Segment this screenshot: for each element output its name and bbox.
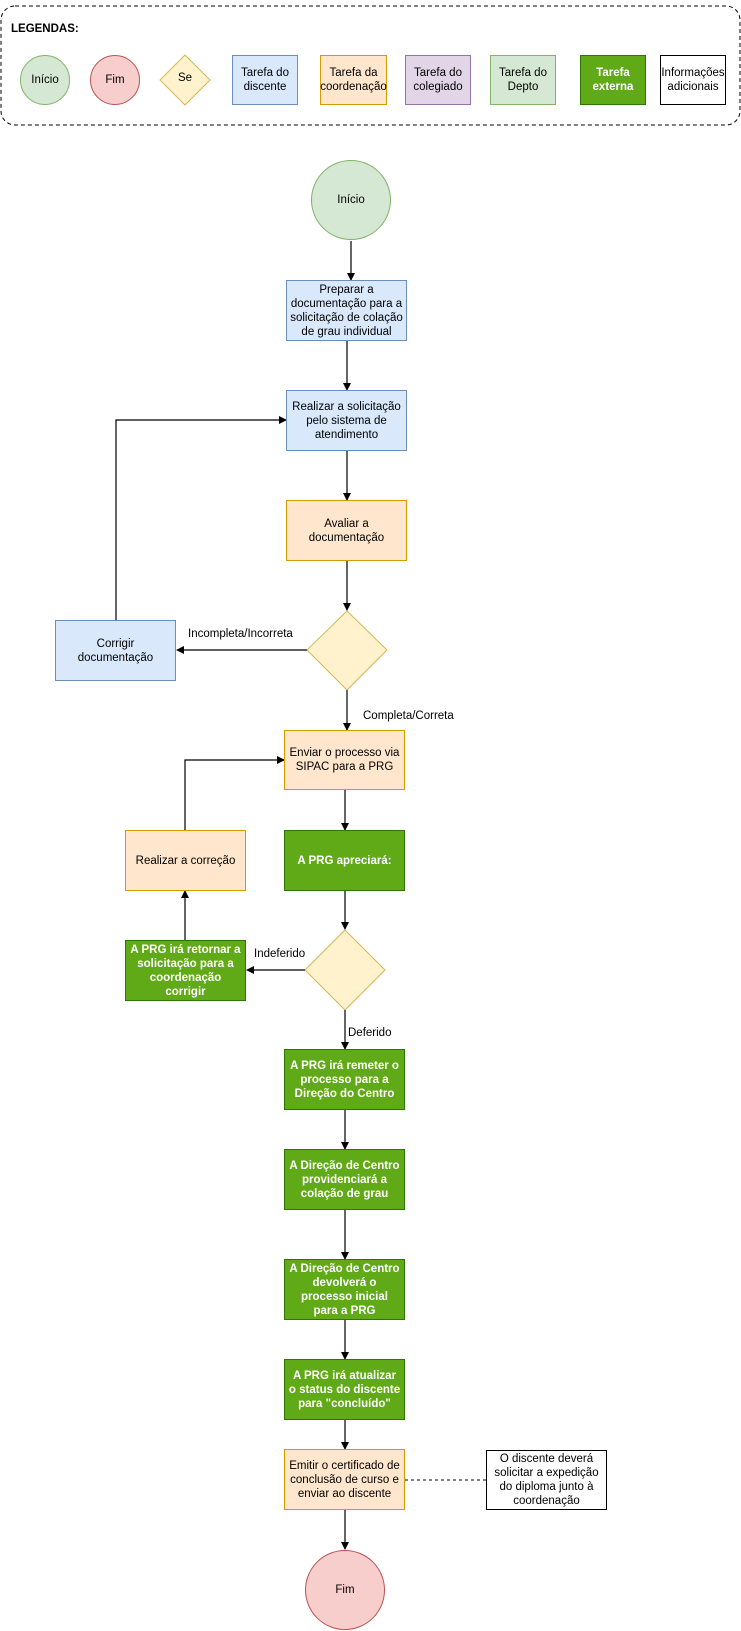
legend-container — [0, 5, 741, 126]
label-granted: Deferido — [348, 1027, 392, 1039]
flow-end: Fim — [305, 1550, 385, 1630]
legend-additional-info: Informações adicionais — [660, 55, 726, 105]
legend-decision: Se — [177, 72, 193, 84]
step-prg-forward: A PRG irá remeter o processo para a Dire… — [284, 1049, 405, 1110]
legend-student-task: Tarefa do discente — [232, 55, 298, 105]
step-prg-update-status: A PRG irá atualizar o status do discente… — [284, 1359, 405, 1420]
legend-end: Fim — [90, 55, 140, 105]
step-prepare-documentation: Preparar a documentação para a solicitaç… — [286, 280, 407, 341]
decision-diamond-prg — [304, 929, 386, 1011]
flow-start: Início — [311, 160, 391, 240]
step-submit-request: Realizar a solicitação pelo sistema de a… — [286, 390, 407, 451]
step-prg-review: A PRG apreciará: — [284, 830, 405, 891]
step-center-return: A Direção de Centro devolverá o processo… — [284, 1259, 405, 1320]
arrow-fix-step2 — [115, 416, 287, 620]
step-center-graduation: A Direção de Centro providenciará a cola… — [284, 1149, 405, 1210]
step-issue-certificate: Emitir o certificado de conclusão de cur… — [284, 1449, 405, 1510]
step-do-correction: Realizar a correção — [125, 830, 246, 891]
label-complete: Completa/Correta — [363, 710, 454, 722]
decision-diamond-documentation — [306, 610, 388, 691]
legend-external-task: Tarefa externa — [580, 55, 646, 105]
legend-coordination-task: Tarefa da coordenação — [320, 55, 387, 105]
legend-title: LEGENDAS: — [11, 23, 79, 35]
step-fix-documentation: Corrigir documentação — [55, 620, 176, 681]
note-diploma: O discente deverá solicitar a expedição … — [486, 1450, 607, 1510]
label-denied: Indeferido — [254, 948, 306, 960]
label-incomplete: Incompleta/Incorreta — [188, 628, 293, 640]
step-send-sipac: Enviar o processo via SIPAC para a PRG — [284, 730, 405, 790]
legend-start: Início — [20, 55, 70, 105]
legend-dept-task: Tarefa do Depto — [490, 55, 556, 105]
step-prg-return: A PRG irá retornar a solicitação para a … — [125, 940, 246, 1001]
arrow-correction-step4 — [184, 756, 285, 830]
step-evaluate-documentation: Avaliar a documentação — [286, 500, 407, 561]
legend-board-task: Tarefa do colegiado — [405, 55, 471, 105]
